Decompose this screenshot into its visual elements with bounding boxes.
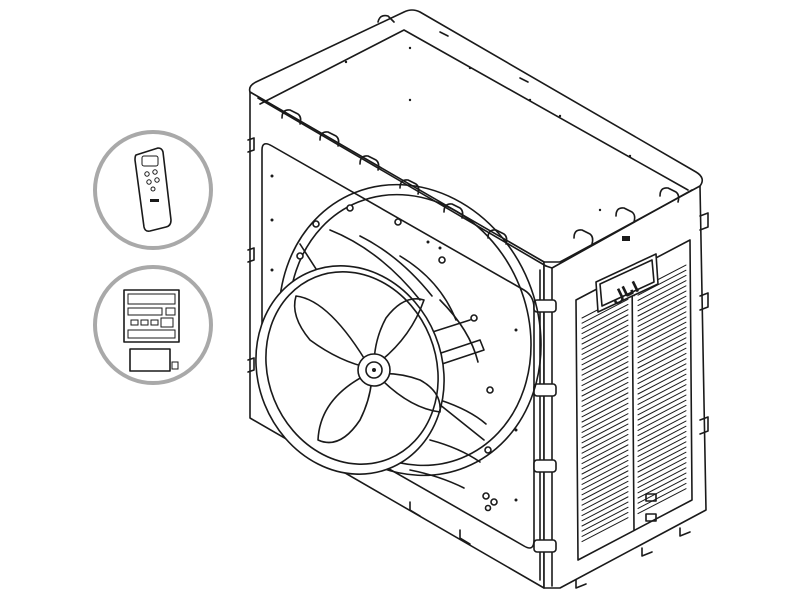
louver-slat (637, 347, 687, 374)
louver-slat (581, 475, 629, 501)
louver-slat (637, 285, 687, 312)
remote-control-icon (134, 147, 172, 232)
louver-slat (637, 306, 687, 333)
louver-slat (581, 319, 629, 345)
louver-slat (581, 350, 629, 376)
louver-slat (581, 381, 629, 407)
edge-clips (247, 137, 709, 553)
fan-impeller (255, 265, 445, 475)
fan-assembly (255, 183, 542, 489)
louver-slat (581, 303, 629, 329)
louver-slat (637, 410, 687, 437)
louver-slat (637, 326, 687, 353)
louver-slat (581, 491, 629, 517)
louver-slat (637, 430, 687, 457)
louver-slat (581, 402, 629, 428)
louver-slat (581, 345, 629, 371)
louver-slat (637, 280, 687, 307)
control-panel-icon (123, 289, 180, 372)
louver-slat (581, 496, 629, 522)
louver-slat (637, 462, 687, 489)
fan-blades (293, 295, 441, 444)
louver-slat (581, 335, 629, 361)
louver-slat (637, 389, 687, 416)
louver-slat (637, 269, 687, 296)
louver-slat (581, 314, 629, 340)
louver-slat (581, 449, 629, 475)
drain-fittings (482, 492, 498, 512)
louver-slat (637, 482, 687, 509)
louver-slat (581, 439, 629, 465)
louver-slat (581, 459, 629, 485)
louver-slat (637, 378, 687, 405)
louver-slat (581, 418, 629, 444)
louver-slat (581, 387, 629, 413)
louver-slat (581, 454, 629, 480)
louver-slat (637, 456, 687, 483)
remote-control-callout (93, 130, 213, 250)
louver-slat (637, 425, 687, 452)
louver-slat (581, 355, 629, 381)
louver-slat (637, 446, 687, 473)
louver-slat (637, 373, 687, 400)
louver-slat (637, 342, 687, 369)
louver-slat (581, 444, 629, 470)
louver-slat (637, 368, 687, 395)
louver-slat (637, 311, 687, 338)
louver-slat (637, 399, 687, 426)
louver-slat (581, 340, 629, 366)
control-panel-callout (93, 265, 213, 385)
louver-slat (637, 467, 687, 494)
louver-slat (581, 309, 629, 335)
louver-slat (581, 361, 629, 387)
louver-slat (637, 420, 687, 447)
louver-slat (637, 332, 687, 359)
evaporative-cooler: ابال (247, 9, 709, 589)
louver-slat (581, 392, 629, 418)
louver-slat (581, 397, 629, 423)
louver-slat (581, 329, 629, 355)
louver-slat (637, 337, 687, 364)
louver-slat (637, 290, 687, 317)
louver-slat (581, 428, 629, 454)
louver-slat (581, 465, 629, 491)
louver-slat (581, 413, 629, 439)
top-face-rivets (344, 46, 632, 212)
louver-slat (581, 407, 629, 433)
louver-slat (581, 511, 629, 537)
louver-slat (637, 436, 687, 463)
louver-slat (637, 274, 687, 301)
louver-slat (581, 298, 629, 324)
louver-slat (637, 300, 687, 327)
top-hinge-clips (281, 14, 680, 245)
louver-slat (581, 480, 629, 506)
louver-slat (637, 363, 687, 390)
louver-slat (581, 506, 629, 532)
louver-slat (581, 517, 629, 543)
louver-slat (581, 371, 629, 397)
louver-slat (637, 352, 687, 379)
louver-slat (637, 451, 687, 478)
fan-guard-vanes (329, 229, 487, 489)
louver-slat (637, 316, 687, 343)
louver-slat (581, 470, 629, 496)
louver-slat (637, 295, 687, 322)
louver-slat (581, 366, 629, 392)
louver-slat (581, 376, 629, 402)
louver-slat (637, 404, 687, 431)
louver-slat (637, 384, 687, 411)
louver-slat (581, 485, 629, 511)
louver-slat (637, 394, 687, 421)
louver-slat (637, 488, 687, 515)
grille-louvers (581, 264, 687, 543)
louver-slat (581, 433, 629, 459)
louver-slat (581, 423, 629, 449)
louver-slat (637, 415, 687, 442)
louver-slat (581, 324, 629, 350)
louver-slat (581, 501, 629, 527)
louver-slat (637, 358, 687, 385)
louver-slat (637, 441, 687, 468)
louver-slat (637, 321, 687, 348)
